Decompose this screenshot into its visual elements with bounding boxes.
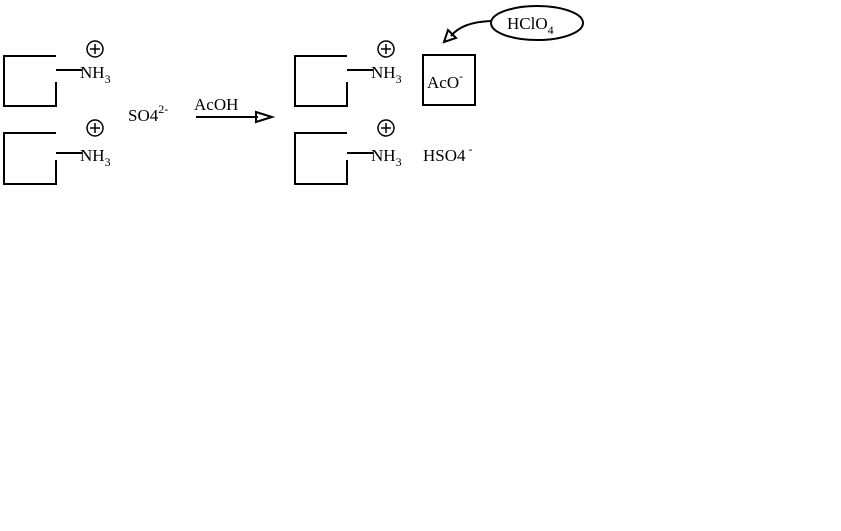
sulfate-counter-ion: SO42-: [128, 102, 168, 125]
acetate-label: AcO-: [427, 69, 463, 92]
ring-bracket: [294, 132, 348, 185]
acetate-box: AcO-: [422, 54, 476, 106]
charge-plus-icon: [377, 119, 395, 137]
arrow-head-icon: [255, 110, 276, 124]
charge-plus-icon: [86, 119, 104, 137]
product-top-cation: NH3: [294, 40, 402, 107]
amine-group-label: NH3: [371, 63, 402, 86]
curved-arrow-head-icon: [442, 28, 458, 44]
titrant-bubble: HClO4: [490, 5, 584, 41]
charge-plus-icon: [86, 40, 104, 58]
ring-bracket: [3, 132, 57, 185]
amine-group-label: NH3: [80, 63, 111, 86]
ring-bracket: [3, 55, 57, 107]
reactant-top-cation: NH3: [3, 40, 111, 107]
product-bottom-cation: NH3: [294, 119, 402, 185]
amine-group-label: NH3: [80, 146, 111, 169]
bisulfate-label: HSO4-: [423, 142, 473, 165]
reaction-arrow: [196, 110, 276, 124]
ring-bracket: [294, 55, 348, 107]
reagent-label: AcOH: [194, 95, 238, 114]
titrant-label: HClO4: [507, 14, 554, 37]
reactant-bottom-cation: NH3: [3, 119, 111, 185]
charge-plus-icon: [377, 40, 395, 58]
curved-attack-arrow: [442, 20, 492, 44]
amine-group-label: NH3: [371, 146, 402, 169]
